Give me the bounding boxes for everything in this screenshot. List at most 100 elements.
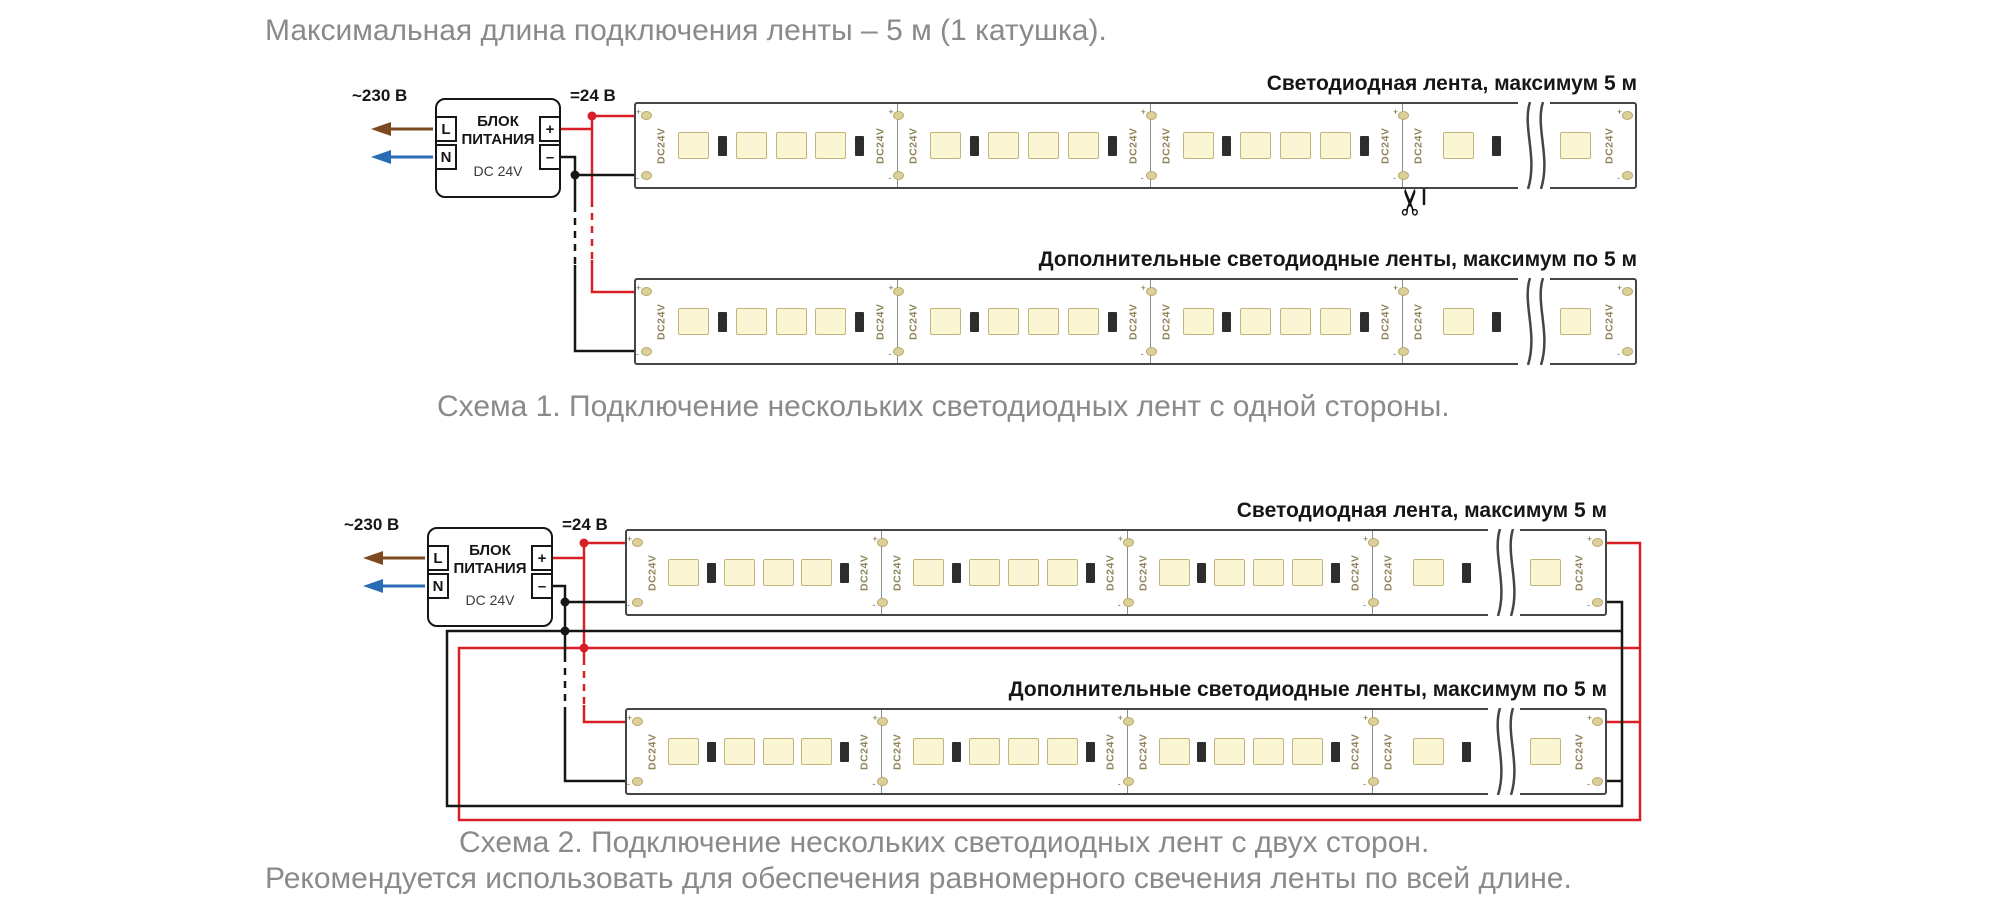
junction-dot (560, 597, 570, 607)
pad-plus-mark: + (1392, 107, 1399, 117)
pad-plus-mark: + (636, 283, 642, 293)
led-chip (1413, 559, 1445, 586)
led-chip (913, 738, 945, 765)
led-chip (1182, 308, 1214, 335)
led-chip (930, 132, 962, 159)
led-chip (1027, 308, 1059, 335)
resistor (706, 562, 716, 583)
strip-break (1517, 278, 1550, 365)
dc24v-label: DC24V (1573, 554, 1586, 591)
led-chip (1046, 559, 1078, 586)
dc24v-label: DC24V (1160, 127, 1173, 164)
led-chip (988, 132, 1019, 159)
led-chip (1214, 559, 1246, 586)
led-chip (1214, 738, 1246, 765)
led-chip (762, 559, 794, 586)
strip-segment (921, 280, 1125, 363)
dc24v-label: DC24V (1379, 303, 1392, 340)
led-chip (1530, 559, 1562, 586)
terminal-minus: – (539, 144, 561, 170)
solder-pad (1397, 171, 1409, 180)
resistor (1461, 741, 1471, 762)
solder-pad (1367, 717, 1379, 726)
strip-segment (669, 280, 873, 363)
strip-segment (1396, 710, 1488, 793)
dc24v-label: DC24V (646, 554, 659, 591)
ac-input-label-s2: ~230 В (344, 515, 400, 534)
junction-dot (560, 626, 570, 636)
solder-pad (632, 598, 643, 607)
led-chip (723, 559, 755, 586)
pad-minus-mark: - (1616, 173, 1620, 183)
psu-name-line2: ПИТАНИЯ (453, 560, 527, 577)
segment-joint: DC24V+-DC24V (857, 531, 905, 614)
psu-name: БЛОК ПИТАНИЯ (459, 113, 537, 149)
dc-output-label-s1: =24 В (570, 86, 616, 105)
psu-model: DC 24V (465, 592, 515, 608)
dc24v-label: DC24V (1349, 733, 1362, 770)
solder-pad (1397, 347, 1409, 356)
resistor (1085, 562, 1095, 583)
pad-minus-mark: - (1616, 349, 1620, 359)
dc24v-label: DC24V (1603, 303, 1616, 340)
resistor (1085, 741, 1095, 762)
solder-pad (1367, 538, 1379, 547)
resistor (1197, 741, 1207, 762)
led-chip (1280, 132, 1312, 159)
dc24v-label: DC24V (1412, 127, 1425, 164)
segment-joint: DC24V+-DC24V (857, 710, 905, 793)
pad-minus-mark: - (1117, 779, 1121, 789)
solder-pads: +- (1587, 710, 1605, 793)
page-title: Максимальная длина подключения ленты – 5… (265, 14, 1107, 47)
pad-plus-mark: + (872, 713, 878, 723)
power-supply-unit-s1: L N + – БЛОК ПИТАНИЯ DC 24V (435, 98, 561, 198)
solder-pad (1397, 287, 1409, 296)
pad-plus-mark: + (636, 107, 642, 117)
solder-pad (1621, 111, 1633, 120)
pad-minus-mark: - (627, 600, 630, 610)
terminal-L: L (427, 545, 449, 571)
dc24v-label: DC24V (1382, 733, 1395, 770)
solder-pad (1122, 777, 1134, 786)
segment-joint: DC24V+-DC24V (873, 280, 921, 363)
break-curves-icon (1496, 708, 1516, 795)
led-chip (667, 738, 699, 765)
scheme1-ac-arrows (371, 122, 433, 164)
segment-joint: DC24V+-DC24V (1126, 280, 1174, 363)
pad-plus-mark: + (888, 107, 894, 117)
pad-plus-mark: + (1362, 713, 1369, 723)
strip-label-s2-extra: Дополнительные светодиодные ленты, макси… (1008, 678, 1607, 701)
break-curves-icon (1526, 278, 1546, 365)
resistor (840, 562, 850, 583)
dc24v-label: DC24V (874, 127, 887, 164)
psu-name-line1: БЛОК (477, 113, 519, 130)
pad-plus-mark: + (1140, 283, 1146, 293)
solder-pads: +- (1141, 280, 1159, 363)
solder-pads: +- (1393, 280, 1411, 363)
solder-pad (1122, 598, 1134, 607)
dc24v-label: DC24V (874, 303, 887, 340)
junction-dot (570, 170, 580, 180)
segment-joint: DC24V+-DC24V (1378, 280, 1426, 363)
led-chip (1158, 559, 1190, 586)
strip-break (1487, 708, 1520, 795)
terminal-plus: + (539, 116, 561, 142)
solder-pads: +- (1393, 104, 1411, 187)
strip-segment (1151, 531, 1348, 614)
led-chip (815, 308, 847, 335)
pad-plus-mark: + (888, 283, 894, 293)
dc24v-label: DC24V (655, 303, 668, 340)
terminal-N: N (435, 144, 457, 170)
resistor (1331, 741, 1340, 762)
segment-joint: DC24V+-DC24V (1348, 710, 1396, 793)
segment-joint: DC24V+-DC24V (1378, 104, 1426, 187)
strip-segment (660, 710, 857, 793)
strip-segment (1426, 280, 1518, 363)
strip-break (1517, 102, 1550, 189)
solder-pad (1145, 347, 1157, 356)
solder-pad (893, 171, 905, 180)
solder-pads: +- (872, 531, 890, 614)
scheme2-ac-arrows (363, 551, 425, 593)
